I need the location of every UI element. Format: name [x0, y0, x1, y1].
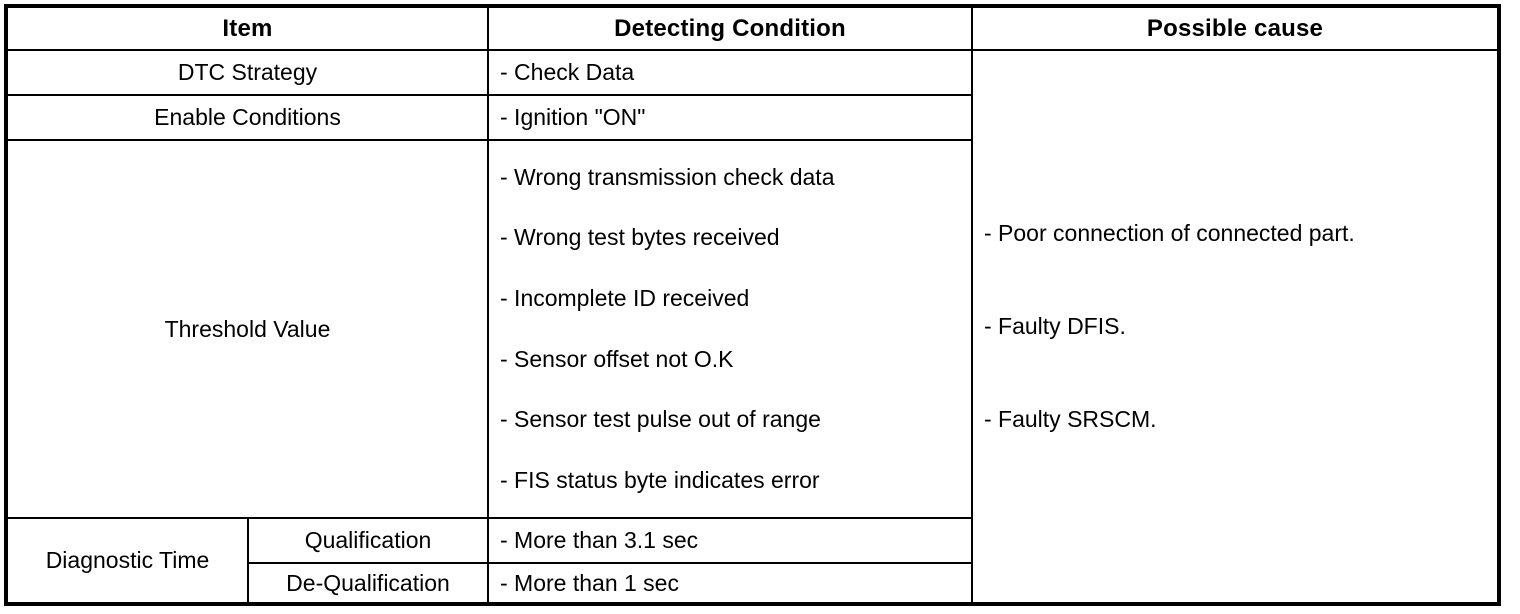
row-enable-conditions-condition: - Ignition "ON": [489, 96, 971, 139]
threshold-value-label: Threshold Value: [164, 315, 331, 342]
row-dtc-strategy-item: DTC Strategy: [8, 51, 487, 94]
threshold-condition-item: - Wrong transmission check data: [500, 163, 835, 190]
enable-conditions-label: Enable Conditions: [154, 104, 341, 130]
de-qualification-condition-text: - More than 1 sec: [500, 569, 679, 596]
row-dtc-strategy-condition: - Check Data: [489, 51, 971, 94]
header-possible-cause: Possible cause: [973, 8, 1497, 49]
row-qualification-condition: - More than 3.1 sec: [489, 519, 971, 562]
threshold-condition-item: - Incomplete ID received: [500, 285, 750, 312]
row-enable-conditions-item: Enable Conditions: [8, 96, 487, 139]
enable-conditions-condition-text: - Ignition "ON": [500, 104, 646, 130]
rule-col-condition-cause: [971, 8, 973, 602]
qualification-condition-text: - More than 3.1 sec: [500, 527, 699, 553]
diagnostic-time-label: Diagnostic Time: [45, 547, 210, 573]
row-qualification-label: Qualification: [249, 519, 487, 562]
row-threshold-value-item: Threshold Value: [8, 141, 487, 517]
rule-col-item-condition: [487, 8, 489, 602]
threshold-condition-item: - Sensor test pulse out of range: [500, 406, 821, 433]
rule-diagnostic-time-subcol: [247, 517, 249, 602]
dtc-diagnostic-table: Item Detecting Condition Possible cause …: [4, 4, 1501, 606]
dtc-strategy-condition-text: - Check Data: [500, 59, 635, 85]
rule-between-qualification-rows: [247, 562, 971, 564]
possible-cause-list: - Poor connection of connected part. - F…: [973, 51, 1497, 602]
possible-cause-item: - Poor connection of connected part.: [984, 220, 1355, 246]
header-item-label: Item: [222, 14, 273, 42]
rule-below-dtc-strategy: [8, 94, 971, 96]
dtc-strategy-label: DTC Strategy: [177, 59, 318, 85]
rule-below-threshold-value: [8, 517, 971, 519]
threshold-condition-item: - FIS status byte indicates error: [500, 467, 820, 494]
threshold-condition-item: - Wrong test bytes received: [500, 224, 780, 251]
possible-cause-item: - Faulty DFIS.: [984, 313, 1126, 339]
qualification-label-text: Qualification: [304, 527, 432, 553]
possible-cause-item: - Faulty SRSCM.: [984, 406, 1157, 432]
row-threshold-value-condition-list: - Wrong transmission check data - Wrong …: [489, 141, 971, 517]
header-detecting-condition-label: Detecting Condition: [614, 14, 846, 42]
threshold-condition-item: - Sensor offset not O.K: [500, 345, 734, 372]
de-qualification-label-text: De-Qualification: [286, 569, 450, 596]
row-diagnostic-time-item: Diagnostic Time: [8, 519, 247, 602]
header-detecting-condition: Detecting Condition: [489, 8, 971, 49]
header-possible-cause-label: Possible cause: [1146, 14, 1324, 42]
row-de-qualification-label: De-Qualification: [249, 564, 487, 602]
rule-below-enable-conditions: [8, 139, 971, 141]
rule-below-header: [8, 49, 1497, 51]
row-de-qualification-condition: - More than 1 sec: [489, 564, 971, 602]
header-item: Item: [8, 8, 487, 49]
